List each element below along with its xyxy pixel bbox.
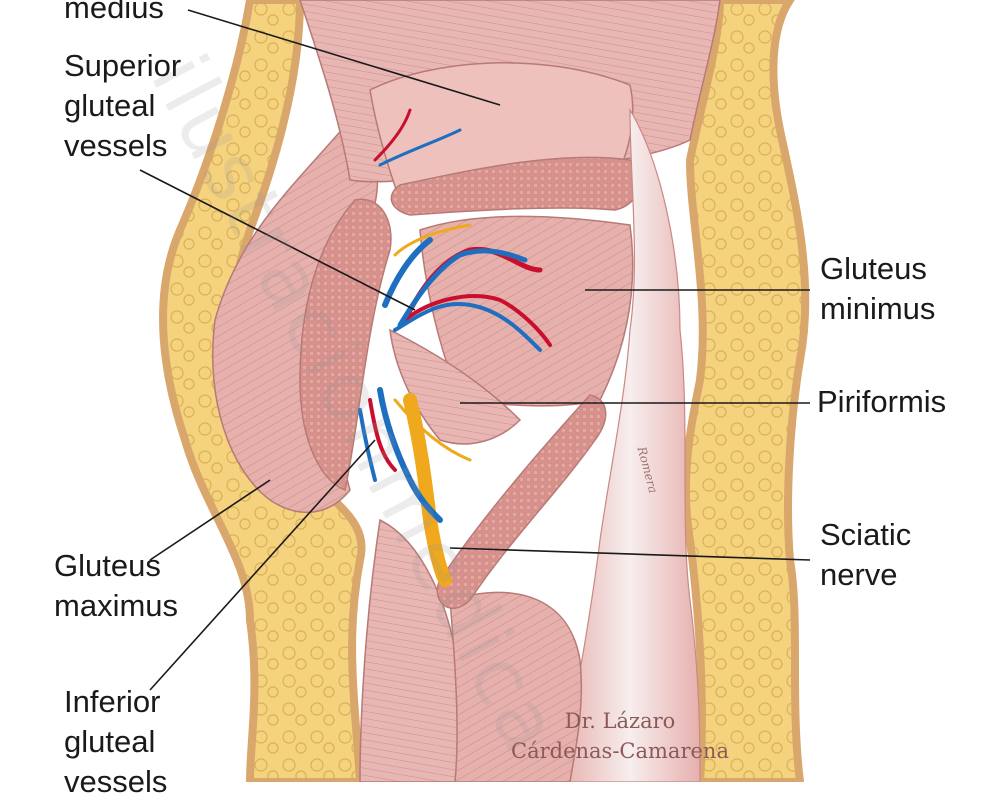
label-gluteus-maximus: Gluteus maximus — [54, 548, 179, 623]
leader-lines — [139, 9, 811, 691]
gluteus-medius-cut-edge — [390, 156, 642, 216]
label-gluteus-minimus: Gluteus minimus — [820, 251, 936, 326]
leader-superior-gluteal-vessels — [139, 169, 416, 311]
credit-line-1: Dr. Lázaro — [564, 709, 676, 733]
leader-inferior-gluteal-vessels — [149, 439, 376, 691]
credit-line-2: Cárdenas-Camarena — [511, 739, 729, 763]
gluteus-minimus-muscle — [419, 215, 634, 407]
hip-anatomy-drawing — [139, 0, 811, 786]
right-subcutaneous-fat — [681, 0, 810, 786]
thigh-muscle-center — [449, 591, 583, 783]
leader-gluteus-maximus — [149, 479, 271, 561]
label-sciatic-nerve: Sciatic nerve — [820, 517, 912, 592]
label-piriformis: Piriformis — [817, 384, 947, 419]
label-superior-gluteal-vessels: Superior gluteal vessels — [64, 48, 182, 163]
label-inferior-gluteal-vessels: Inferior gluteal vessels — [64, 684, 168, 799]
leader-gluteus-medius — [187, 9, 501, 106]
leader-sciatic-nerve — [449, 547, 811, 561]
piriformis-muscle — [389, 328, 522, 445]
gluteus-maximus-cut-edge — [299, 198, 392, 492]
quadratus-femoris-cut — [436, 394, 607, 609]
anatomy-illustration: ilustracionmedica medius Superior glutea… — [54, 0, 947, 799]
superior-gluteal-vessels — [373, 108, 552, 352]
label-gluteus-medius: medius — [64, 0, 164, 25]
artist-credit: Dr. Lázaro Cárdenas-Camarena — [490, 706, 750, 766]
